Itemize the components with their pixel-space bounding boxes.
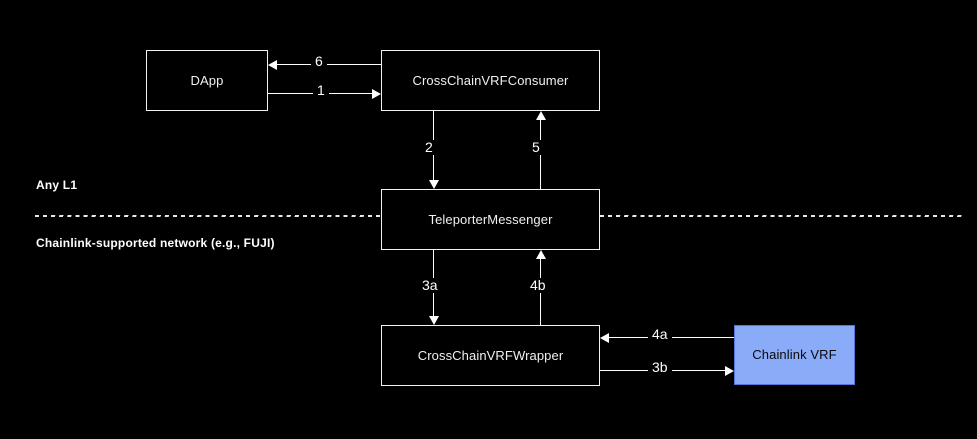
edge-label-3a: 3a: [418, 277, 442, 294]
network-divider-left: [35, 215, 381, 217]
edge-3a-arrowhead-down: [429, 316, 439, 325]
node-dapp[interactable]: DApp: [146, 50, 268, 111]
node-crosschainvrfwrapper-label: CrossChainVRFWrapper: [417, 347, 564, 363]
edge-label-4a: 4a: [648, 326, 672, 343]
edge-2-arrowhead-down: [429, 180, 439, 189]
edge-6-line: [277, 64, 381, 66]
edge-4a-arrowhead-left: [600, 333, 609, 343]
zone-label-any-l1: Any L1: [36, 178, 78, 192]
edge-label-3b: 3b: [648, 359, 672, 376]
edge-label-4b: 4b: [526, 277, 550, 294]
edge-6-arrowhead-left: [268, 60, 277, 70]
edge-3b-arrowhead-right: [725, 366, 734, 376]
edge-label-6: 6: [311, 53, 327, 70]
node-crosschainvrfwrapper[interactable]: CrossChainVRFWrapper: [381, 325, 600, 386]
node-crosschainvrfconsumer[interactable]: CrossChainVRFConsumer: [381, 50, 600, 111]
edge-label-1: 1: [313, 82, 329, 99]
node-teleportermessenger-label: TeleporterMessenger: [428, 211, 553, 227]
edge-1-arrowhead-right: [372, 89, 381, 99]
node-chainlink-vrf-label: Chainlink VRF: [752, 347, 837, 363]
node-crosschainvrfconsumer-label: CrossChainVRFConsumer: [412, 72, 569, 88]
node-chainlink-vrf[interactable]: Chainlink VRF: [734, 325, 855, 385]
network-divider-right: [600, 215, 965, 217]
node-teleportermessenger[interactable]: TeleporterMessenger: [381, 189, 600, 250]
edge-5-arrowhead-up: [536, 111, 546, 120]
edge-label-5: 5: [528, 139, 544, 156]
edge-4b-arrowhead-up: [536, 250, 546, 259]
node-dapp-label: DApp: [190, 72, 224, 88]
edge-label-2: 2: [421, 139, 437, 156]
zone-label-chainlink-network: Chainlink-supported network (e.g., FUJI): [36, 236, 275, 250]
